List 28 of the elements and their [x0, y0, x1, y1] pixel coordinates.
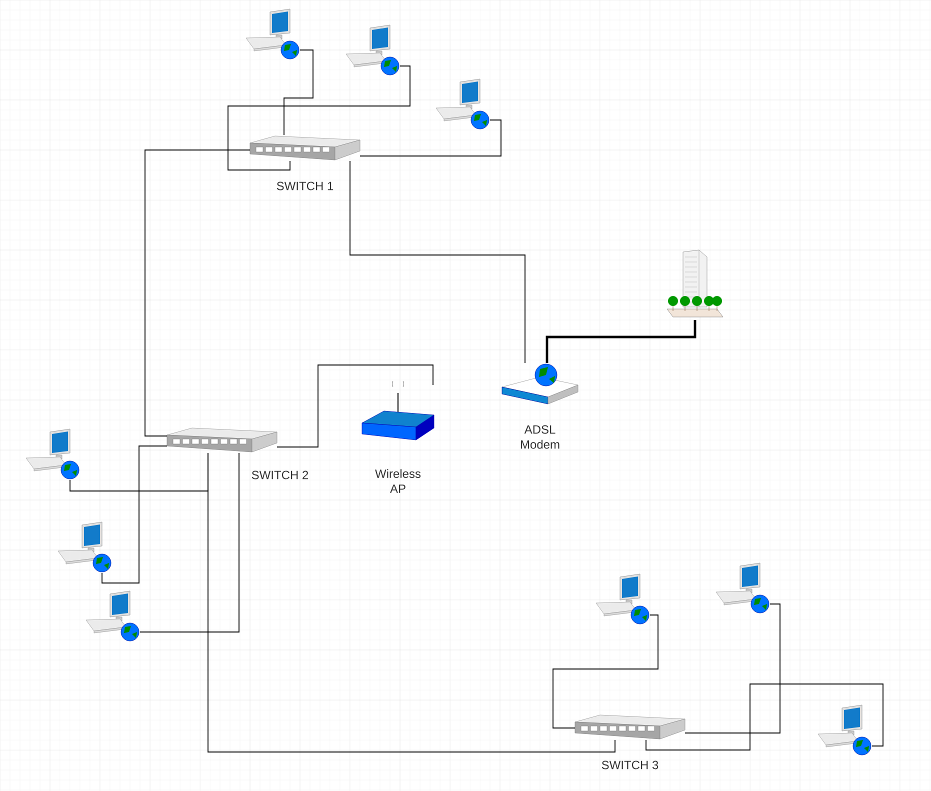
device-label: SWITCH 2 [252, 470, 308, 480]
computer-drawing [58, 522, 112, 572]
device-label: Wireless AP [375, 469, 421, 493]
computer-drawing [246, 8, 300, 60]
device-label: ADSL Modem [521, 425, 560, 449]
cable [684, 604, 780, 734]
cable [646, 684, 884, 750]
computer-drawing [436, 78, 490, 130]
cable [228, 66, 410, 170]
building-drawing [666, 250, 724, 318]
cable [350, 160, 526, 364]
computer-drawing [346, 24, 400, 76]
device-label: SWITCH 1 [276, 182, 334, 190]
cable [208, 452, 616, 752]
cable [102, 446, 168, 584]
computer-drawing [716, 562, 770, 614]
computer-drawing [26, 428, 80, 480]
cable [144, 150, 250, 436]
computer-drawing [818, 704, 872, 756]
cable [360, 120, 502, 156]
cable [552, 614, 658, 728]
device-label: SWITCH 3 [602, 760, 658, 770]
cable [284, 50, 314, 136]
computer-drawing [86, 590, 140, 642]
cable [546, 320, 696, 363]
cable [276, 364, 434, 448]
computer-drawing [596, 574, 650, 624]
cable [140, 452, 240, 632]
